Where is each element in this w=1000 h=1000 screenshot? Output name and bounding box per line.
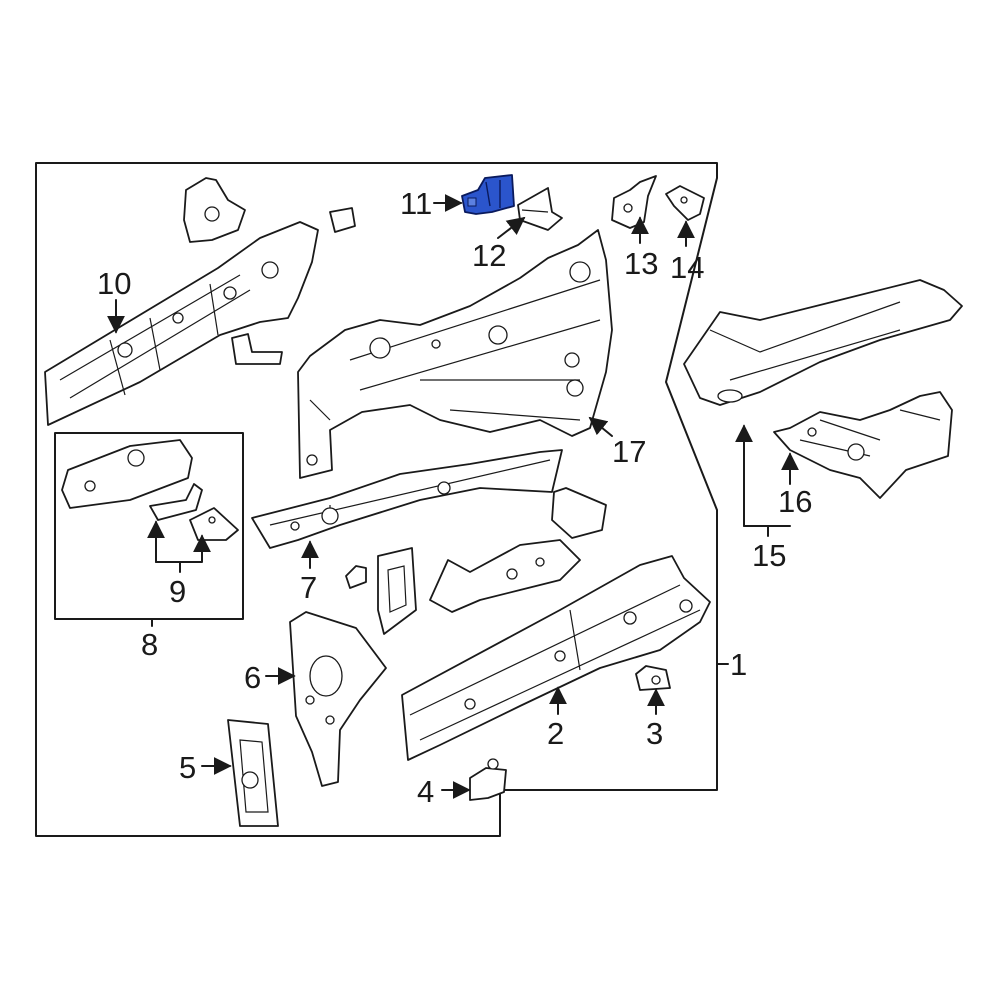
callout-7: 7 — [300, 570, 317, 605]
part-4-mount[interactable] — [469, 758, 507, 801]
part-lower-bracket[interactable] — [429, 539, 581, 613]
callout-5: 5 — [179, 750, 196, 785]
part-15-rear-rail[interactable] — [683, 279, 963, 406]
part-11-bracket-highlighted[interactable] — [461, 174, 515, 215]
callout-17: 17 — [612, 434, 646, 469]
part-13-bracket[interactable] — [611, 175, 657, 229]
assembly-boundary — [35, 162, 718, 837]
part-10-front-rail[interactable] — [44, 177, 356, 426]
part-small-clip[interactable] — [345, 565, 367, 589]
part-6-reinforcement[interactable] — [289, 611, 387, 787]
callout-13: 13 — [624, 246, 658, 281]
part-8-rail-extension[interactable] — [61, 439, 193, 509]
part-14-bracket[interactable] — [665, 185, 705, 221]
part-2-lower-rail[interactable] — [401, 555, 711, 761]
callout-1: 1 — [730, 647, 747, 682]
callout-10: 10 — [97, 266, 131, 301]
callout-4: 4 — [417, 774, 434, 809]
callout-15: 15 — [752, 538, 786, 573]
part-5-plate[interactable] — [227, 719, 279, 827]
callout-3: 3 — [646, 716, 663, 751]
callout-8: 8 — [141, 627, 158, 662]
callout-2: 2 — [547, 716, 564, 751]
part-inner-plate[interactable] — [377, 547, 417, 635]
part-9-brackets[interactable] — [149, 483, 239, 541]
callout-6: 6 — [244, 660, 261, 695]
part-12-bracket[interactable] — [517, 187, 563, 231]
callout-14: 14 — [670, 250, 704, 285]
subgroup-box-8 — [54, 432, 244, 620]
callout-11: 11 — [400, 186, 432, 221]
part-17-apron-assembly[interactable] — [297, 229, 613, 479]
part-7-rail-reinforcement[interactable] — [251, 449, 607, 549]
leader-arrows — [107, 194, 799, 799]
callout-16: 16 — [778, 484, 812, 519]
part-3-bracket[interactable] — [635, 665, 671, 691]
callout-9: 9 — [169, 574, 186, 609]
part-16-rear-floor[interactable] — [773, 391, 953, 499]
callout-12: 12 — [472, 238, 506, 273]
